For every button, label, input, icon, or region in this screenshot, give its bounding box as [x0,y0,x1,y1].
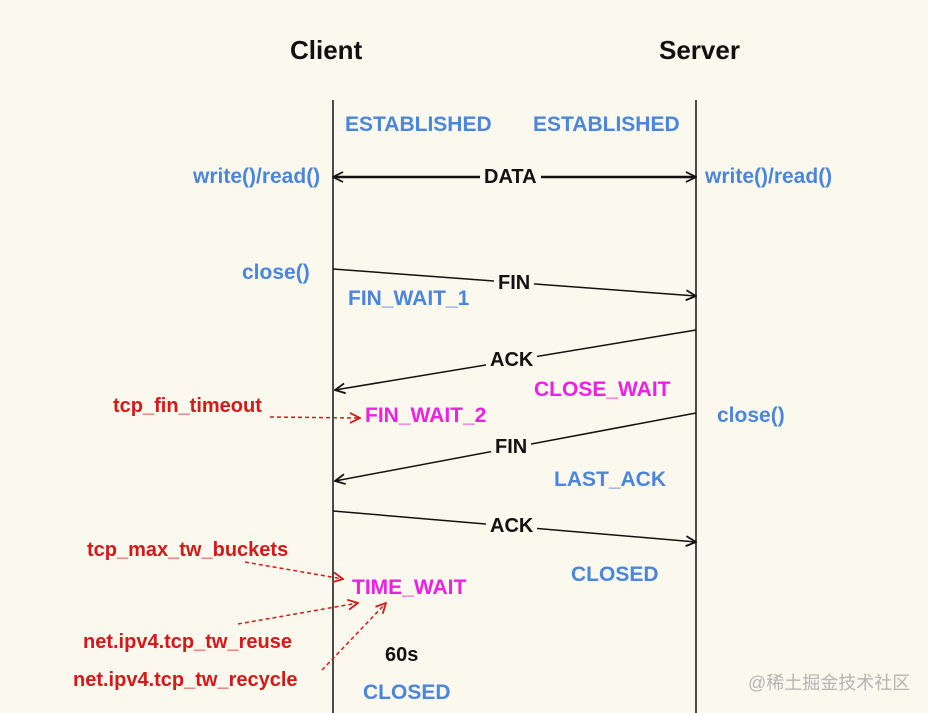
tw-reuse-link [237,603,358,625]
server-header: Server [659,35,740,65]
watermark: @稀土掘金技术社区 [748,673,911,693]
server-state-close-wait: CLOSE_WAIT [534,378,671,401]
client-close-call: close() [242,261,310,284]
client-state-fin-wait-2: FIN_WAIT_2 [365,404,487,427]
server-close-call: close() [717,404,785,427]
param-tcp-fin-timeout: tcp_fin_timeout [113,395,262,417]
client-header: Client [290,35,363,65]
data-segment-label: DATA [480,167,541,187]
tw-recycle-link [321,603,386,671]
ack2-segment-label: ACK [486,516,538,536]
fin-timeout-link [269,417,360,418]
fin2-segment-label: FIN [491,437,532,457]
server-state-last-ack: LAST_ACK [554,468,667,491]
max-tw-buckets-link [244,561,343,579]
client-state-time-wait: TIME_WAIT [352,576,467,599]
client-state-closed: CLOSED [363,681,451,704]
param-tcp-tw-recycle: net.ipv4.tcp_tw_recycle [73,669,298,691]
ack1-segment-label: ACK [486,350,538,370]
server-state-established: ESTABLISHED [533,113,680,136]
server-write-read-call: write()/read() [705,165,833,188]
client-write-read-call: write()/read() [193,165,321,188]
client-state-established: ESTABLISHED [345,113,492,136]
client-state-fin-wait-1: FIN_WAIT_1 [348,287,470,310]
param-tcp-tw-reuse: net.ipv4.tcp_tw_reuse [83,631,292,653]
server-state-closed: CLOSED [571,563,659,586]
time-wait-duration: 60s [385,644,419,666]
param-tcp-max-tw-buckets: tcp_max_tw_buckets [87,539,289,561]
fin1-segment-label: FIN [494,273,535,293]
